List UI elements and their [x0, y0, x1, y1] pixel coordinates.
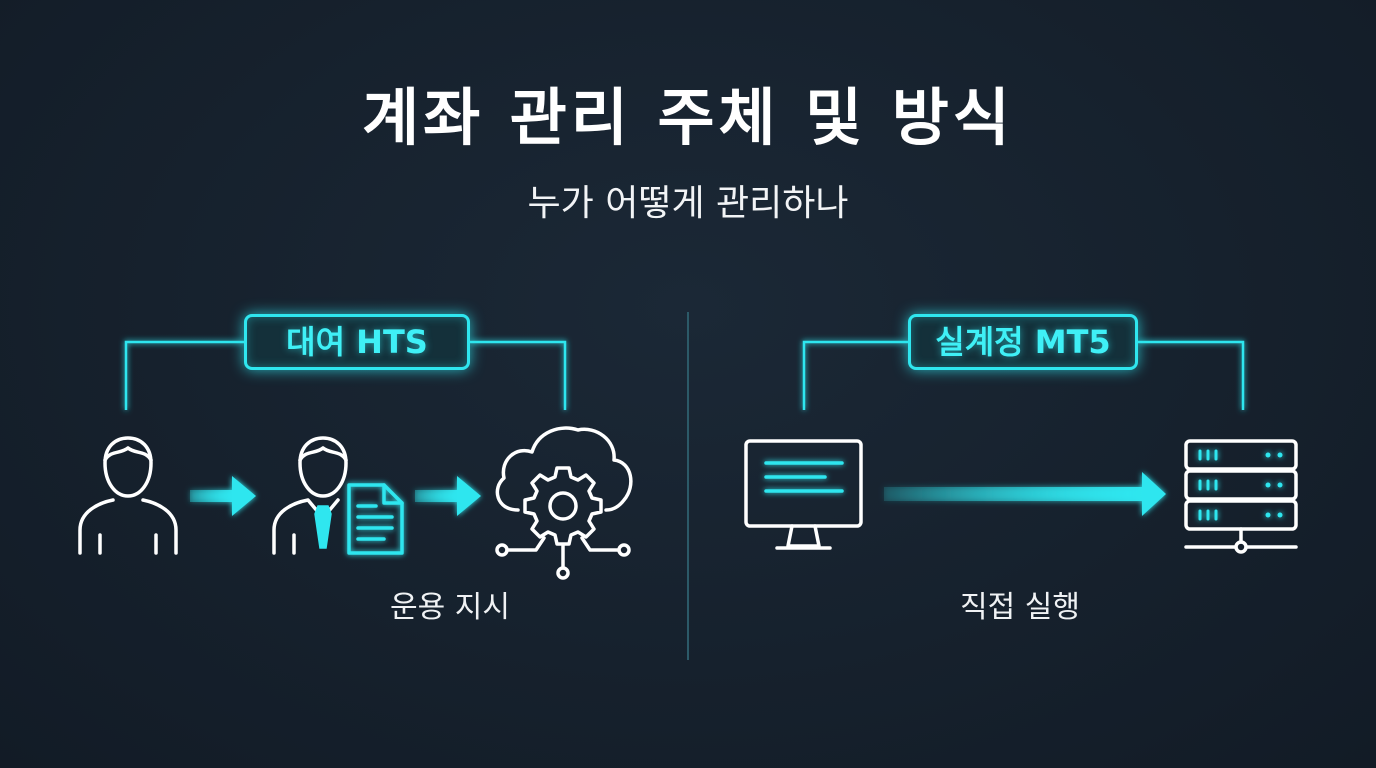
right-caption: 직접 실행: [960, 590, 1080, 625]
long-arrow-right-icon: [884, 472, 1166, 516]
person-icon: [78, 436, 178, 555]
cloud-gear-icon: [495, 426, 633, 580]
monitor-icon: [744, 439, 863, 550]
left-caption: 운용 지시: [390, 590, 510, 625]
page-title: 계좌 관리 주체 및 방식: [362, 81, 1014, 154]
page-subtitle: 누가 어떻게 관리하나: [527, 183, 849, 224]
arrow-right-icon: [415, 476, 481, 516]
manager-with-document-icon: [272, 436, 404, 555]
mt5-label-box: 실계정 MT5: [908, 314, 1138, 370]
arrow-right-icon: [190, 476, 256, 516]
hts-label-box: 대여 HTS: [244, 314, 470, 370]
left-bracket: [124, 340, 567, 410]
server-icon: [1184, 439, 1298, 554]
right-bracket: [802, 340, 1245, 410]
